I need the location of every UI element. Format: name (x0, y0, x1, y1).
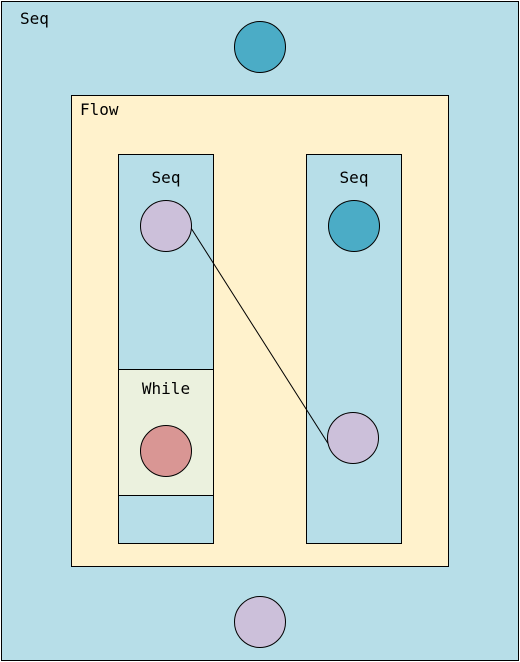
top-teal-node[interactable] (234, 21, 286, 73)
flow-label: Flow (80, 100, 119, 119)
left-seq-lavender-node[interactable] (140, 200, 192, 252)
bottom-lavender-node[interactable] (234, 596, 286, 648)
left-seq-label: Seq (151, 168, 181, 187)
right-seq-label: Seq (339, 168, 369, 187)
while-label: While (141, 379, 191, 398)
right-seq-teal-node[interactable] (328, 200, 380, 252)
while-red-node[interactable] (140, 425, 192, 477)
right-seq-lavender-node[interactable] (327, 412, 379, 464)
outer-seq-label: Seq (20, 9, 49, 28)
